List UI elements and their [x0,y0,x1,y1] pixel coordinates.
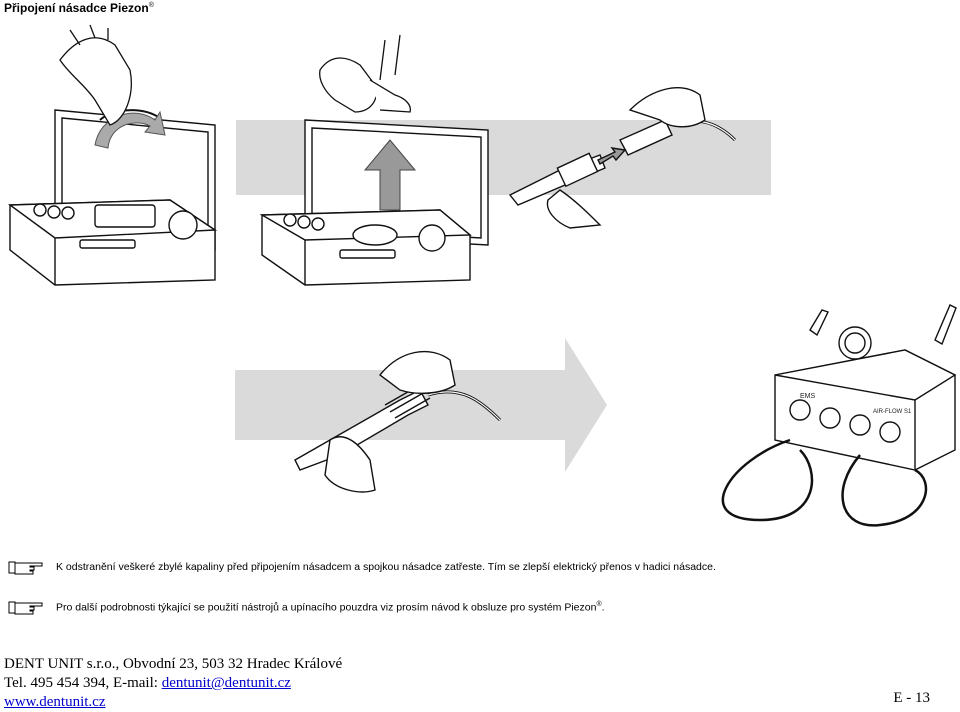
handpiece-connection [508,87,737,229]
email-link[interactable]: dentunit@dentunit.cz [161,675,291,691]
piezon-device [721,304,957,527]
footer-address: DENT UNIT s.r.o., Obvodní 23, 503 32 Hra… [4,656,343,710]
page-title: Připojení násadce Piezon® [4,1,154,15]
hand-middle-case [319,34,411,113]
device-model-label: AIR-FLOW S1 [873,409,912,415]
note-2: Pro další podrobnosti týkající se použit… [8,598,605,616]
illustration-area: EMS AIR-FLOW S1 [7,24,957,527]
handpiece-held [294,350,502,493]
device-brand-label: EMS [800,393,816,400]
pointing-hand-icon [8,601,43,615]
pointing-hand-icon [8,561,43,575]
note-1: K odstranění veškeré zbylé kapaliny před… [8,558,716,576]
page-number: E - 13 [893,690,930,706]
website-link[interactable]: www.dentunit.cz [4,694,106,710]
hand-left-case [59,24,132,126]
open-case-left [7,109,218,286]
lift-arrow [363,139,417,211]
